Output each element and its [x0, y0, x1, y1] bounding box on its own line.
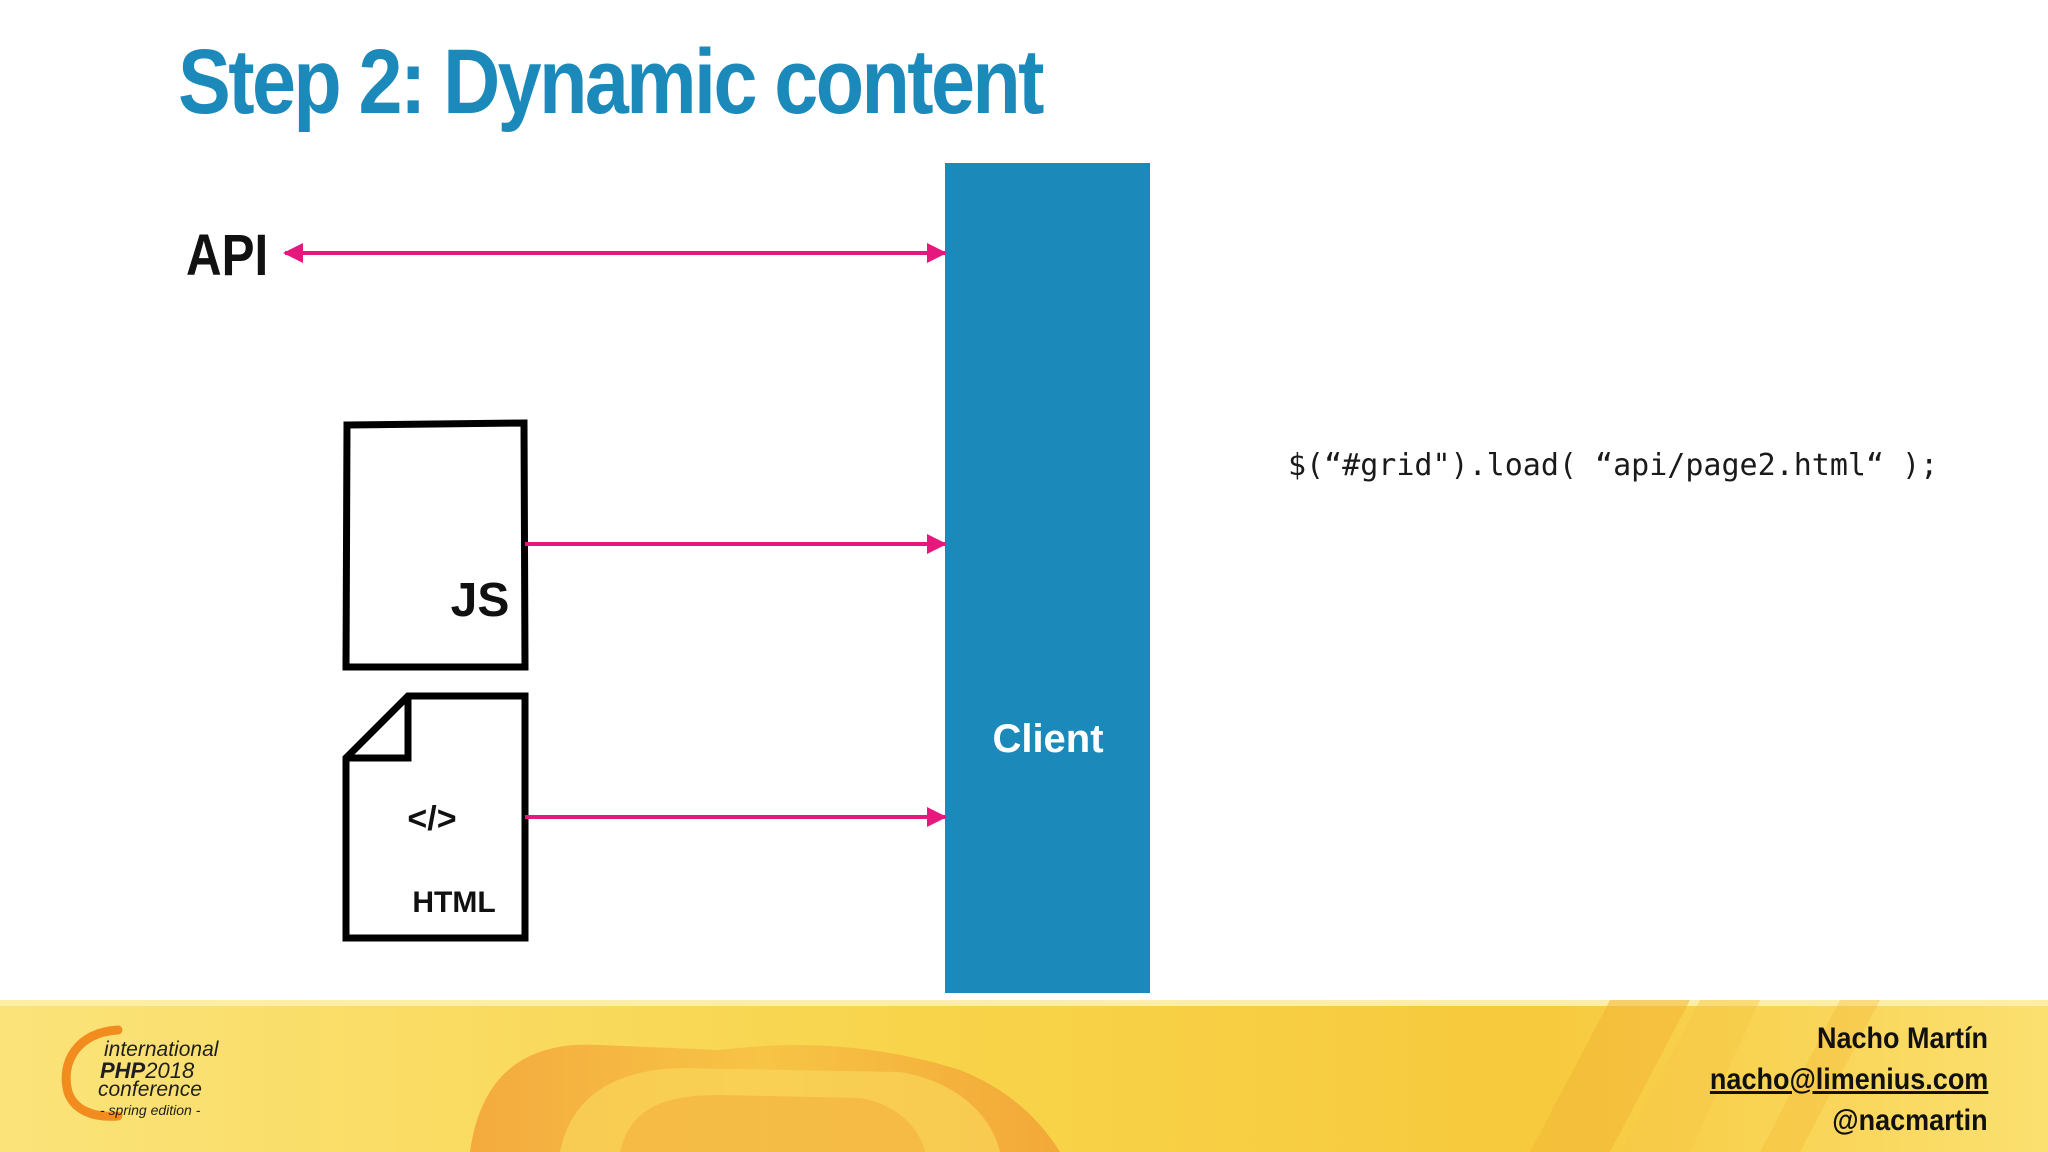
- html-code-glyph: </>: [407, 800, 456, 838]
- html-label: HTML: [412, 886, 495, 919]
- logo-line3: conference: [98, 1078, 202, 1101]
- conference-logo: international PHP2018 conference - sprin…: [58, 1022, 248, 1122]
- folded-document-icon: [342, 692, 529, 942]
- author-name: Nacho Martín: [1816, 1022, 1988, 1055]
- footer-banner: international PHP2018 conference - sprin…: [0, 1000, 2048, 1152]
- js-label: JS: [451, 574, 510, 627]
- logo-swoosh-icon: [61, 1025, 123, 1121]
- author-handle: @nacmartin: [1832, 1104, 1988, 1137]
- code-snippet: $(“#grid").load( “api/page2.html“ );: [1288, 448, 1939, 483]
- logo-php: PHP: [100, 1058, 146, 1083]
- logo-year: 2018: [145, 1058, 195, 1083]
- logo-line1: international: [104, 1038, 219, 1061]
- logo-line4: - spring edition -: [100, 1102, 201, 1118]
- api-label: API: [186, 223, 269, 288]
- client-box: [945, 163, 1150, 993]
- slide-title: Step 2: Dynamic content: [178, 31, 1044, 133]
- diagram: Client JS </> HTML: [283, 163, 1150, 993]
- author-email-link[interactable]: nacho@limenius.com: [1709, 1063, 1988, 1096]
- footer-background: [0, 1000, 2048, 1152]
- document-icon: [342, 419, 529, 671]
- client-label: Client: [992, 717, 1103, 761]
